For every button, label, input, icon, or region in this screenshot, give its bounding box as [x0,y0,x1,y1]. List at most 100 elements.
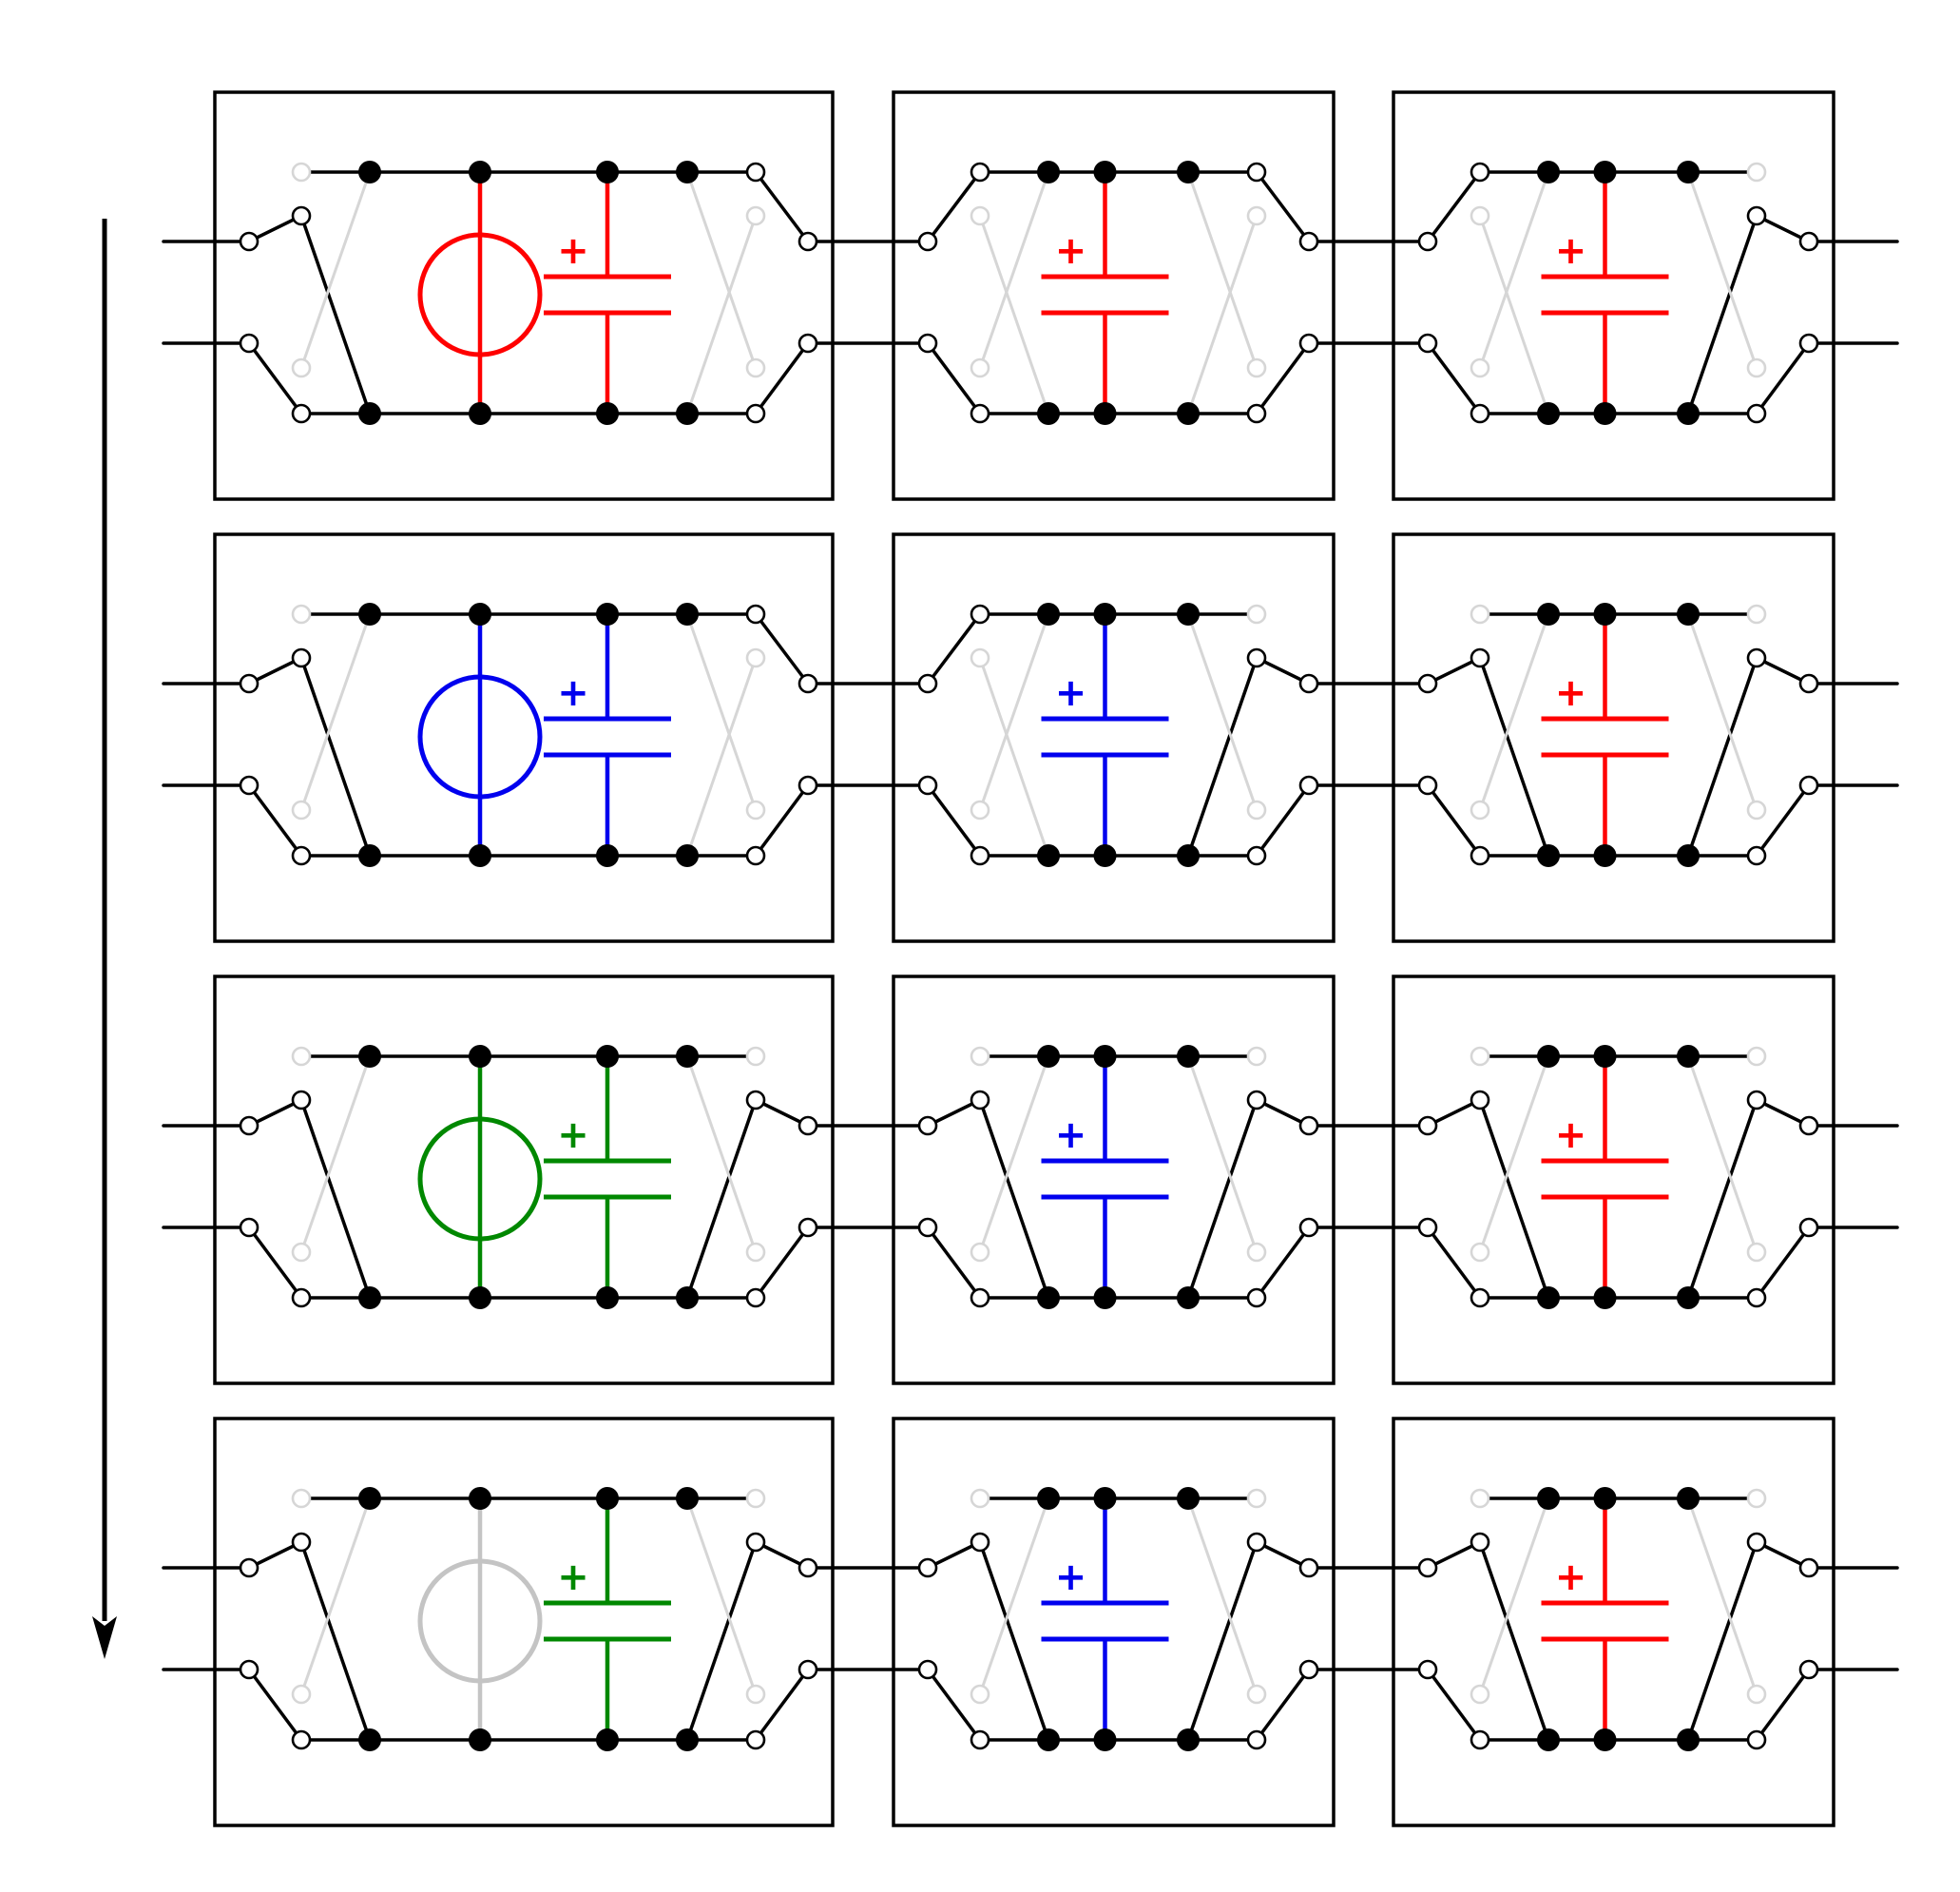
wire [1755,341,1811,415]
junction-dot [469,1045,491,1068]
open-terminal [291,1488,312,1509]
open-terminal [291,647,312,668]
open-terminal [1246,845,1267,866]
module-cell: + [892,532,1430,943]
inactive-wire [1186,613,1259,811]
open-terminal [917,673,938,694]
open-terminal [1798,1115,1819,1136]
wire [1686,1540,1758,1742]
junction-dot [1537,1728,1560,1751]
wire [247,1668,303,1742]
capacitor-plus-label: + [1055,1113,1087,1157]
open-terminal [1798,673,1819,694]
wire [1686,1098,1758,1300]
wire [754,170,810,243]
wire [1755,1226,1811,1300]
open-terminal [917,333,938,354]
junction-dot [1177,603,1200,626]
open-terminal [1798,1659,1819,1680]
junction-dot [1037,161,1060,183]
module-box [1392,975,1835,1385]
wire [926,612,982,685]
capacitor-plus-label: + [557,1555,589,1599]
module-cell: + [162,90,930,501]
open-terminal [1246,1090,1267,1110]
inactive-wire [299,613,372,811]
open-terminal [970,1242,990,1263]
capacitor-plus-label: + [557,671,589,715]
junction-dot [676,402,699,425]
open-terminal [1746,1532,1767,1553]
junction-dot [1537,1045,1560,1068]
open-terminal [797,1659,818,1680]
open-terminal [1470,1729,1490,1750]
junction-dot [1677,161,1700,183]
junction-dot [1177,1487,1200,1510]
junction-dot [1677,844,1700,867]
open-terminal [970,1729,990,1750]
junction-dot [676,603,699,626]
junction-dot [1593,402,1617,425]
junction-dot [1093,161,1117,183]
wire [926,783,982,858]
junction-dot [676,1728,699,1751]
capacitor-plus-label: + [1055,671,1087,715]
module-cell: + [162,975,930,1385]
wire [299,1098,372,1300]
wire [754,612,810,685]
open-terminal [291,1242,312,1263]
module-box [1392,532,1835,943]
module-box [892,90,1335,501]
module-box [213,90,835,501]
junction-dot [1093,1728,1117,1751]
open-terminal [970,162,990,183]
junction-dot [1593,1286,1617,1309]
junction-dot [1037,844,1060,867]
inactive-wire [299,1055,372,1253]
module-cell: + [162,532,930,943]
junction-dot [596,603,619,626]
open-terminal [917,1217,938,1238]
open-terminal [970,1287,990,1308]
open-terminal [1470,1242,1490,1263]
open-terminal [1417,1217,1438,1238]
open-terminal [917,1115,938,1136]
module-box [213,975,835,1385]
junction-dot [1177,161,1200,183]
inactive-wire [299,1497,372,1695]
junction-dot [596,402,619,425]
open-terminal [745,1684,766,1705]
open-terminal [745,1090,766,1110]
inactive-wire [978,613,1050,811]
wire [1255,170,1311,243]
wire [1186,656,1259,858]
open-terminal [1746,647,1767,668]
wire [1186,1540,1259,1742]
module-box [213,532,835,943]
open-terminal [970,1090,990,1110]
wire [685,1540,758,1742]
inactive-wire [978,171,1050,369]
inactive-wire [1186,171,1259,369]
junction-dot [1037,1045,1060,1068]
open-terminal [1298,1659,1319,1680]
junction-dot [1593,1045,1617,1068]
open-terminal [970,800,990,821]
junction-dot [596,1487,619,1510]
junction-dot [1037,1286,1060,1309]
junction-dot [469,1728,491,1751]
junction-dot [596,1045,619,1068]
wire [1255,341,1311,415]
module-row: +++ [162,532,1899,943]
junction-dot [1593,1728,1617,1751]
junction-dot [469,603,491,626]
open-terminal [1470,647,1490,668]
wire [1686,656,1758,858]
junction-dot [469,402,491,425]
junction-dot [1677,1487,1700,1510]
open-terminal [1246,800,1267,821]
junction-dot [1677,1728,1700,1751]
open-terminal [917,1659,938,1680]
open-terminal [1746,357,1767,378]
current-source-icon [417,1116,543,1242]
